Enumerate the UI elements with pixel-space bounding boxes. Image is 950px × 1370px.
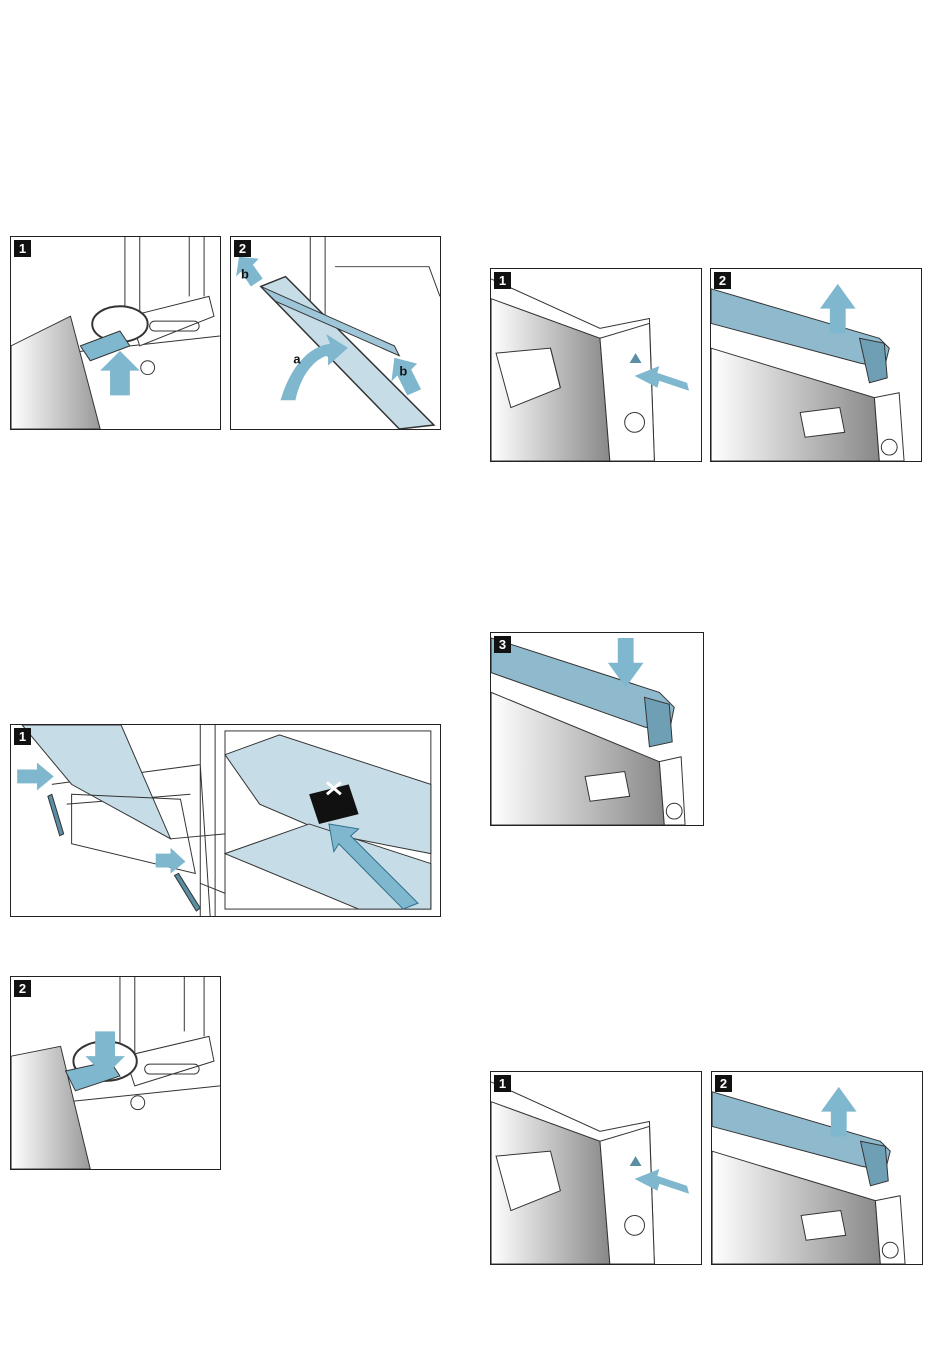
down-arrow-icon xyxy=(17,763,54,791)
figure-door-refit-step-1: 1 xyxy=(10,724,441,917)
hinge-lever-illustration xyxy=(11,237,220,429)
hinge-lock-illustration xyxy=(11,977,220,1169)
figure-cover-release-repeat-step-1: 1 xyxy=(490,1071,702,1265)
label-a: a xyxy=(293,352,301,367)
cover-press-illustration xyxy=(491,633,703,825)
cover-release-repeat-illustration xyxy=(491,1072,701,1264)
cover-lift-repeat-illustration xyxy=(712,1072,922,1264)
up-arrow-icon xyxy=(100,351,140,396)
figure-hinge-lock-step-2: 2 xyxy=(10,976,221,1170)
step-number-badge: 2 xyxy=(14,980,31,997)
label-b-right: b xyxy=(399,364,407,379)
step-number-badge: 1 xyxy=(14,240,31,257)
step-number-badge: 1 xyxy=(494,272,511,289)
figure-cover-lift-repeat-step-2: 2 xyxy=(711,1071,923,1265)
figure-cover-lift-step-2: 2 xyxy=(710,268,922,462)
curved-arrow-a-icon xyxy=(281,334,348,400)
step-number-badge: 2 xyxy=(714,272,731,289)
cover-release-illustration xyxy=(491,269,701,461)
door-refit-illustration xyxy=(11,725,440,916)
figure-cover-release-step-1: 1 xyxy=(490,268,702,462)
cover-lift-illustration xyxy=(711,269,921,461)
figure-door-lift-step-2: 2 a b b xyxy=(230,236,441,430)
label-b-top: b xyxy=(241,267,249,282)
step-number-badge: 2 xyxy=(234,240,251,257)
figure-hinge-lever-step-1: 1 xyxy=(10,236,221,430)
figure-cover-press-step-3: 3 xyxy=(490,632,704,826)
step-number-badge: 1 xyxy=(494,1075,511,1092)
step-number-badge: 2 xyxy=(715,1075,732,1092)
door-lift-illustration: a b b xyxy=(231,237,440,429)
step-number-badge: 1 xyxy=(14,728,31,745)
step-number-badge: 3 xyxy=(494,636,511,653)
